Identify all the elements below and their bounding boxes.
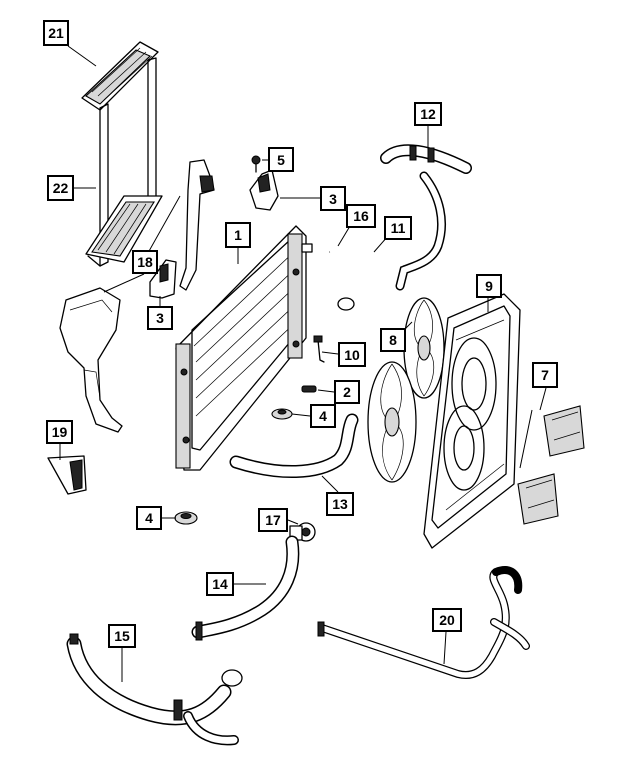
callout-2: 2 <box>334 380 360 404</box>
part-upper-bracket-strip <box>179 159 215 291</box>
part-1-radiator <box>175 225 313 471</box>
part-7-module-upper <box>543 405 585 457</box>
part-9-fan-shroud <box>423 293 521 549</box>
callout-1: 1 <box>225 222 251 248</box>
callout-10: 10 <box>338 342 366 367</box>
part-4-isolator-upper <box>271 408 293 420</box>
callout-11: 11 <box>384 216 412 240</box>
part-19-air-deflector <box>47 455 87 495</box>
part-12-hose <box>380 144 472 174</box>
callout-18: 18 <box>132 250 158 274</box>
callout-22: 22 <box>47 175 74 201</box>
callout-12: 12 <box>414 102 442 126</box>
part-21-upper-air-seal <box>81 41 159 111</box>
part-15-hose <box>66 633 243 746</box>
callout-15: 15 <box>108 624 136 648</box>
callout-4-lower: 4 <box>136 506 162 530</box>
part-2-drain-plug <box>301 385 317 393</box>
part-5-bolt <box>251 155 261 173</box>
part-22-radiator-frame <box>85 57 163 267</box>
part-13-hose <box>229 413 359 479</box>
part-3-bracket-right <box>249 169 279 211</box>
callout-13: 13 <box>326 492 354 516</box>
part-8-fan-blade-upper <box>403 297 445 399</box>
callout-8: 8 <box>380 328 406 352</box>
part-10-hose-clip <box>313 335 325 363</box>
callout-17: 17 <box>258 508 288 532</box>
part-20-tube <box>317 566 530 679</box>
part-7-module-lower <box>517 473 559 525</box>
callout-20: 20 <box>432 608 462 632</box>
part-4-isolator-lower <box>174 511 198 525</box>
part-3-bracket-left <box>149 259 177 299</box>
callout-16: 16 <box>346 204 376 228</box>
callout-14: 14 <box>206 572 234 596</box>
part-11-hose <box>395 171 446 291</box>
callout-3-left: 3 <box>147 306 173 330</box>
callout-3-right: 3 <box>320 186 346 211</box>
callout-19: 19 <box>46 420 73 444</box>
part-16-hose <box>329 248 357 311</box>
part-18-air-deflector <box>59 287 123 433</box>
part-14-hose <box>191 535 300 641</box>
callout-4-upper: 4 <box>310 404 336 428</box>
part-8-fan-blade-lower <box>367 361 417 483</box>
callout-21: 21 <box>43 20 69 46</box>
callout-7: 7 <box>532 362 558 388</box>
callout-9: 9 <box>476 274 502 298</box>
callout-5: 5 <box>268 147 294 172</box>
